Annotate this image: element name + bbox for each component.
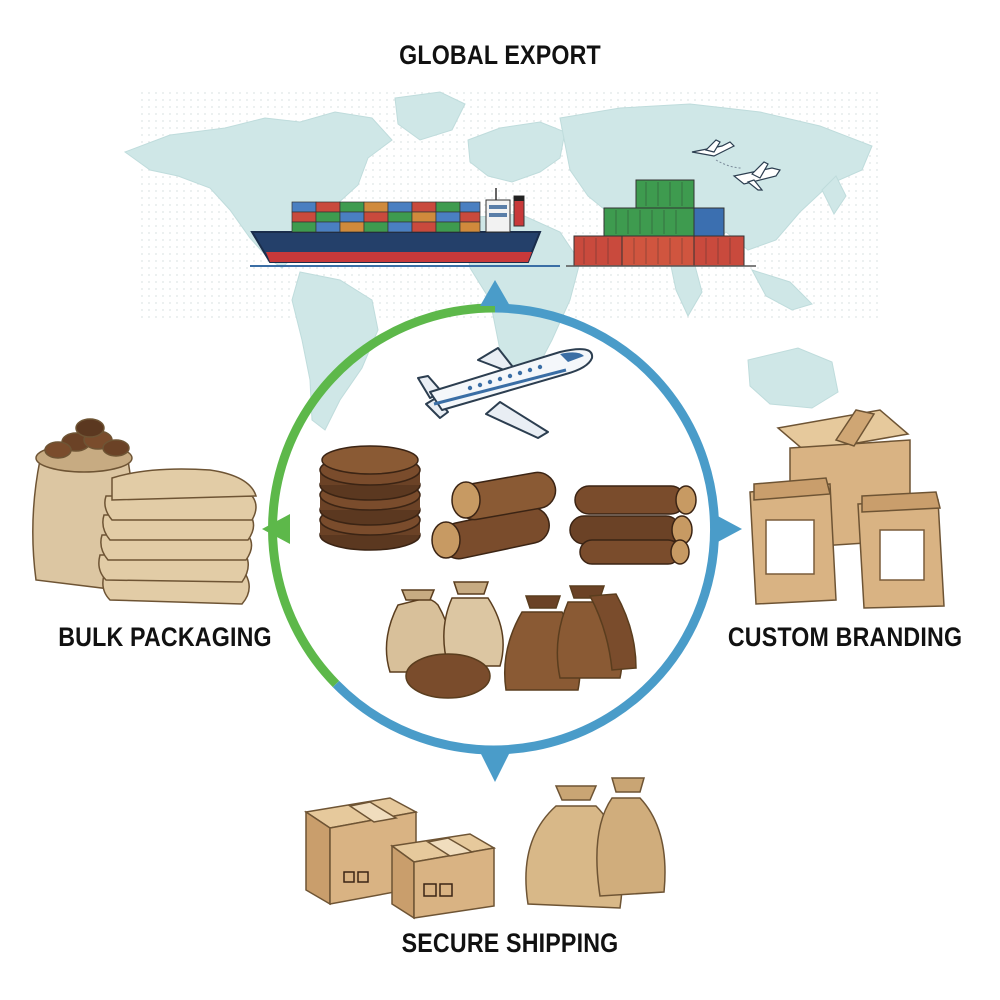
arrow-top [480, 280, 510, 306]
peat-discs-icon [319, 445, 421, 551]
world-map [123, 90, 880, 431]
cycle-arrows [262, 280, 742, 782]
label-secure-shipping: SECURE SHIPPING [401, 928, 619, 958]
shipping-boxes-icon [304, 777, 666, 920]
arrow-bottom [480, 752, 510, 782]
label-custom-branding: CUSTOM BRANDING [727, 622, 963, 652]
cycle-ring [268, 303, 720, 755]
label-bulk-packaging: BULK PACKAGING [58, 622, 272, 652]
arrow-left [262, 514, 290, 544]
wood-logs-icon [431, 471, 697, 565]
branded-bags-icon [749, 409, 945, 609]
label-global-export: GLOBAL EXPORT [399, 40, 601, 70]
bulk-sacks-icon [32, 418, 258, 605]
small-airplane-icon [691, 139, 781, 191]
arrow-right [714, 514, 742, 544]
jute-sacks-icon [385, 581, 637, 699]
cargo-ship-icon [250, 188, 560, 267]
container-stack-icon [566, 179, 756, 267]
airplane-icon [417, 347, 594, 439]
